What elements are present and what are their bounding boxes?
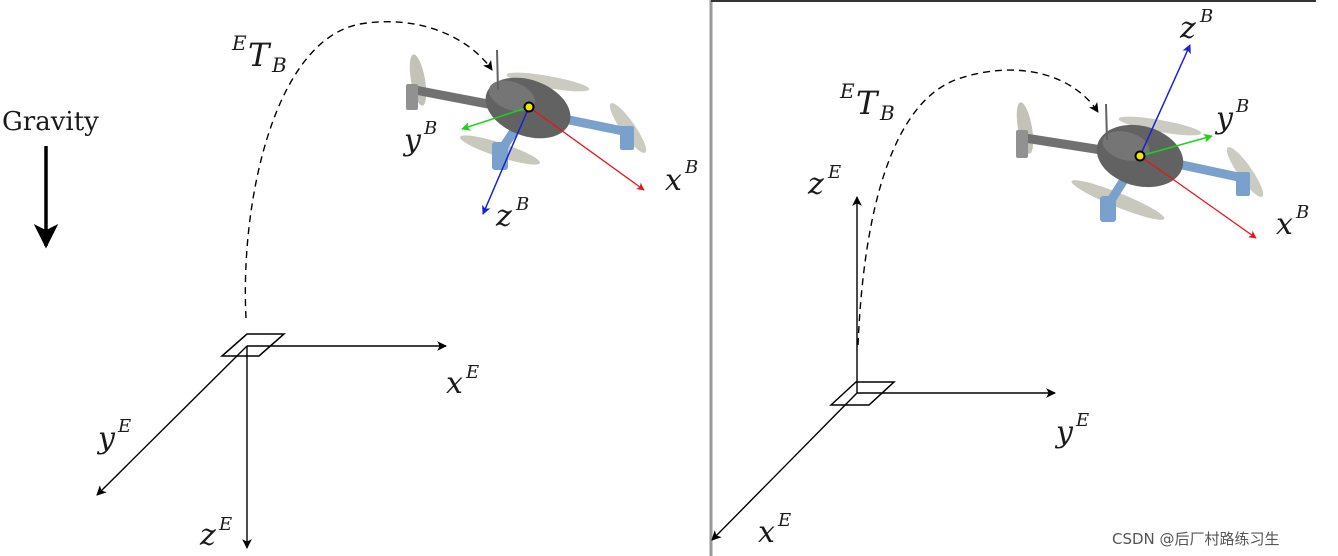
left-transform-curve xyxy=(244,21,493,319)
left-world-y-label: y E xyxy=(96,416,131,456)
right-world-x-axis xyxy=(711,392,858,541)
svg-text:E: E xyxy=(827,162,841,183)
left-body-z-axis xyxy=(482,106,530,215)
right-body-z-axis xyxy=(1139,44,1191,157)
svg-text:E: E xyxy=(231,31,247,55)
left-body-y-axis xyxy=(461,106,530,131)
svg-text:B: B xyxy=(1199,6,1213,27)
left-panel: Gravity E T B x E y E z E xyxy=(2,21,698,553)
left-transform-label: E T B xyxy=(231,31,287,77)
svg-text:T: T xyxy=(856,84,880,122)
right-panel: E T B z E y E x E xyxy=(709,0,1316,556)
right-transform-label: E T B xyxy=(839,79,895,125)
right-body-x-label: x B xyxy=(1276,202,1309,242)
left-world-x-label: x E xyxy=(446,362,479,401)
left-body-x-label: x B xyxy=(665,157,698,198)
gravity-label: Gravity xyxy=(2,107,99,137)
svg-text:B: B xyxy=(271,53,287,77)
svg-text:B: B xyxy=(1295,202,1309,223)
left-origin-plane xyxy=(220,333,286,357)
svg-text:E: E xyxy=(1075,410,1089,431)
right-world-y-label: y E xyxy=(1054,410,1089,450)
right-origin-plane xyxy=(829,381,896,406)
svg-text:E: E xyxy=(218,514,232,535)
svg-text:B: B xyxy=(684,157,698,178)
svg-text:x: x xyxy=(446,366,463,401)
svg-text:B: B xyxy=(879,101,895,125)
svg-text:E: E xyxy=(839,79,855,103)
svg-text:y: y xyxy=(1214,101,1234,136)
left-body-frame xyxy=(461,101,645,215)
right-body-frame xyxy=(1134,44,1257,239)
svg-text:y: y xyxy=(402,123,422,158)
svg-text:B: B xyxy=(1235,96,1249,117)
svg-text:E: E xyxy=(117,416,131,437)
left-body-y-label: y B xyxy=(402,118,437,158)
left-world-z-label: z E xyxy=(199,514,232,553)
svg-text:E: E xyxy=(777,510,791,531)
left-body-z-label: z B xyxy=(495,194,529,234)
right-world-x-label: x E xyxy=(758,510,791,550)
svg-text:x: x xyxy=(758,515,775,550)
svg-text:x: x xyxy=(665,163,682,198)
left-body-origin xyxy=(523,101,535,113)
right-transform-curve xyxy=(857,69,1099,346)
right-body-y-label: y B xyxy=(1214,96,1249,136)
svg-text:B: B xyxy=(423,118,437,139)
svg-text:z: z xyxy=(807,167,824,202)
left-world-frame xyxy=(96,333,447,549)
right-body-z-label: z B xyxy=(1179,6,1213,46)
right-world-z-label: z E xyxy=(807,162,841,202)
right-body-y-axis xyxy=(1139,133,1213,157)
svg-text:T: T xyxy=(248,36,272,74)
right-body-origin xyxy=(1134,150,1146,162)
svg-text:z: z xyxy=(495,199,512,234)
right-body-x-axis xyxy=(1139,155,1257,239)
right-world-frame xyxy=(711,196,1056,541)
svg-text:E: E xyxy=(465,362,479,383)
svg-text:y: y xyxy=(1054,415,1074,450)
svg-text:z: z xyxy=(199,518,216,553)
svg-text:B: B xyxy=(515,194,529,215)
left-body-x-axis xyxy=(528,106,645,191)
svg-text:z: z xyxy=(1179,11,1196,46)
svg-text:x: x xyxy=(1276,207,1293,242)
left-world-y-axis xyxy=(96,345,248,496)
svg-text:y: y xyxy=(96,421,116,456)
watermark: CSDN @后厂村路练习生 xyxy=(1112,530,1280,548)
